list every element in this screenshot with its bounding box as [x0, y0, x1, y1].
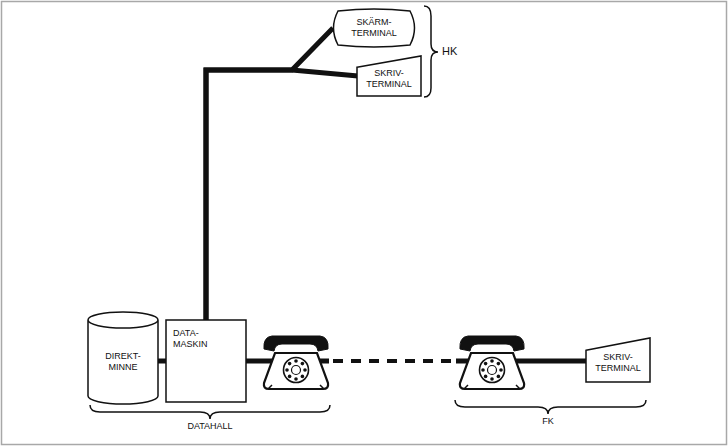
group-label: DATAHALL	[187, 421, 232, 431]
screen-terminal: SKÄRM- TERMINAL	[330, 8, 418, 48]
group-label: FK	[542, 416, 554, 426]
brace	[424, 6, 438, 97]
telephone-symbol	[264, 336, 328, 389]
node-label: DATA- MASKIN	[173, 328, 223, 350]
line-gap	[329, 355, 456, 368]
node-label: SKÄRM- TERMINAL	[347, 17, 401, 39]
node-text-group: SKRIV- TERMINAL	[363, 68, 415, 90]
storage-cylinder: DIREKT- MINNE	[88, 312, 158, 404]
node-outline	[88, 312, 158, 404]
printer-terminal: SKRIV- TERMINAL	[357, 56, 421, 96]
node-text-group: SKÄRM- TERMINAL	[347, 17, 401, 39]
node-outline	[586, 338, 650, 382]
group-label: HK	[442, 45, 457, 57]
node-outline	[166, 320, 246, 402]
brace	[455, 400, 646, 414]
telephone-symbol	[460, 336, 524, 389]
node-label: SKRIV- TERMINAL	[363, 68, 415, 90]
node-text-group: DATA- MASKIN	[173, 328, 223, 350]
node-text-group: DIREKT- MINNE	[98, 351, 148, 373]
connector-line	[206, 70, 358, 320]
computer-box: DATA- MASKIN	[166, 320, 246, 402]
node-text-group: SKRIV- TERMINAL	[592, 352, 644, 374]
node-outline	[357, 56, 421, 96]
connector-line	[158, 359, 166, 364]
node-label: DIREKT- MINNE	[98, 351, 148, 373]
printer-terminal: SKRIV- TERMINAL	[586, 338, 650, 382]
brace	[90, 405, 330, 419]
telephone-line	[333, 359, 455, 363]
node-label: SKRIV- TERMINAL	[592, 352, 644, 374]
node-outline	[334, 9, 415, 47]
